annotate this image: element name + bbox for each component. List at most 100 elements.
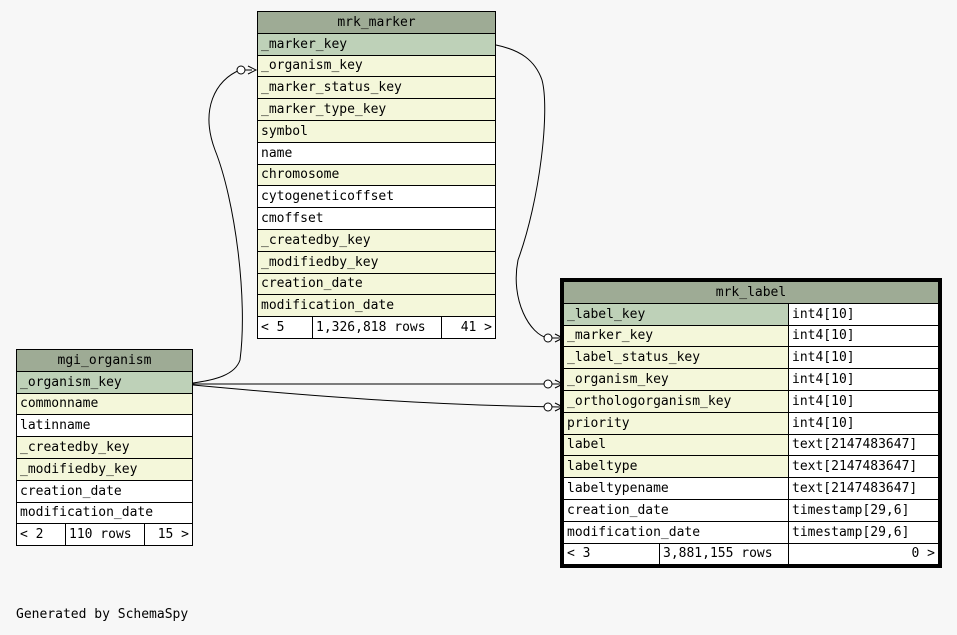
column-row[interactable]: _createdby_key	[16, 436, 193, 459]
column-name[interactable]: modification_date	[257, 294, 496, 318]
column-type: int4[10]	[788, 302, 939, 326]
children-count[interactable]: 0 >	[788, 542, 939, 566]
column-row[interactable]: latinname	[16, 414, 193, 438]
table-title[interactable]: mgi_organism	[16, 349, 193, 372]
column-name[interactable]: _organism_key	[16, 370, 193, 394]
column-name[interactable]: priority	[563, 411, 789, 435]
link-organism-to-marker	[192, 69, 252, 384]
table-title[interactable]: mrk_marker	[257, 11, 496, 34]
column-name[interactable]: _createdby_key	[257, 228, 496, 252]
parents-count[interactable]: < 3	[563, 542, 660, 566]
column-row[interactable]: _marker_key	[257, 32, 496, 56]
column-name[interactable]: cmoffset	[257, 207, 496, 230]
column-name[interactable]: name	[257, 141, 496, 165]
column-row[interactable]: name	[257, 141, 496, 165]
column-row[interactable]: _marker_status_key	[257, 76, 496, 100]
table-footer: < 3 3,881,155 rows 0 >	[563, 542, 939, 566]
column-name[interactable]: _organism_key	[257, 54, 496, 78]
column-name[interactable]: chromosome	[257, 163, 496, 187]
row-count: 110 rows	[65, 523, 145, 547]
column-name[interactable]: symbol	[257, 119, 496, 143]
column-name[interactable]: label	[563, 433, 789, 457]
column-type: int4[10]	[788, 368, 939, 391]
row-count: 1,326,818 rows	[312, 316, 442, 339]
column-type: int4[10]	[788, 346, 939, 370]
column-row[interactable]: modification_date	[257, 294, 496, 318]
column-type: text[2147483647]	[788, 477, 939, 500]
column-type: text[2147483647]	[788, 433, 939, 457]
column-row[interactable]: _createdby_key	[257, 228, 496, 252]
column-name[interactable]: labeltype	[563, 455, 789, 479]
column-row[interactable]: cmoffset	[257, 207, 496, 230]
column-row[interactable]: _modifiedby_key	[16, 457, 193, 481]
column-name[interactable]: _marker_type_key	[257, 98, 496, 121]
table-footer: < 2 110 rows 15 >	[16, 523, 193, 547]
link-end-circle	[543, 379, 553, 389]
column-name[interactable]: creation_date	[563, 498, 789, 522]
column-row[interactable]: modification_date	[16, 501, 193, 525]
column-name[interactable]: commonname	[16, 392, 193, 416]
column-name[interactable]: _orthologorganism_key	[563, 389, 789, 413]
column-name[interactable]: modification_date	[16, 501, 193, 525]
link-end-circle	[543, 402, 553, 412]
column-row[interactable]: cytogeneticoffset	[257, 185, 496, 209]
column-name[interactable]: creation_date	[16, 479, 193, 503]
column-type: int4[10]	[788, 324, 939, 348]
column-type: timestamp[29,6]	[788, 498, 939, 522]
column-row[interactable]: creation_date	[257, 272, 496, 296]
link-marker-to-label	[495, 44, 560, 339]
parents-count[interactable]: < 5	[257, 316, 313, 339]
column-row[interactable]: _organism_key	[16, 370, 193, 394]
column-name[interactable]: _marker_status_key	[257, 76, 496, 100]
generated-by-footer: Generated by SchemaSpy	[16, 607, 189, 622]
column-name[interactable]: _modifiedby_key	[16, 457, 193, 481]
column-row[interactable]: _organism_key	[257, 54, 496, 78]
column-row[interactable]: creation_date	[16, 479, 193, 503]
column-name[interactable]: cytogeneticoffset	[257, 185, 496, 209]
children-count[interactable]: 41 >	[441, 316, 496, 339]
children-count[interactable]: 15 >	[144, 523, 193, 547]
column-type: int4[10]	[788, 389, 939, 413]
link-end-circle	[543, 333, 553, 343]
table-title[interactable]: mrk_label	[563, 281, 939, 304]
column-name[interactable]: _marker_key	[257, 32, 496, 56]
parents-count[interactable]: < 2	[16, 523, 66, 547]
column-type: timestamp[29,6]	[788, 520, 939, 544]
table-mrk-marker[interactable]: mrk_marker _marker_key_organism_key_mark…	[257, 11, 496, 339]
column-row[interactable]: _marker_type_key	[257, 98, 496, 121]
column-name[interactable]: labeltypename	[563, 477, 789, 500]
link-end-circle	[236, 65, 246, 75]
column-row[interactable]: _modifiedby_key	[257, 250, 496, 274]
column-name[interactable]: _createdby_key	[16, 436, 193, 459]
column-row[interactable]: symbol	[257, 119, 496, 143]
column-name[interactable]: latinname	[16, 414, 193, 438]
column-name[interactable]: _label_status_key	[563, 346, 789, 370]
column-name[interactable]: modification_date	[563, 520, 789, 544]
column-name[interactable]: _modifiedby_key	[257, 250, 496, 274]
column-name[interactable]: _organism_key	[563, 368, 789, 391]
column-name[interactable]: creation_date	[257, 272, 496, 296]
crowfoot-icon	[247, 65, 258, 75]
link-organism-to-label-ortholog	[192, 384, 561, 408]
column-row[interactable]: chromosome	[257, 163, 496, 187]
column-row[interactable]: commonname	[16, 392, 193, 416]
column-name[interactable]: _marker_key	[563, 324, 789, 348]
row-count: 3,881,155 rows	[659, 542, 789, 566]
column-name[interactable]: _label_key	[563, 302, 789, 326]
